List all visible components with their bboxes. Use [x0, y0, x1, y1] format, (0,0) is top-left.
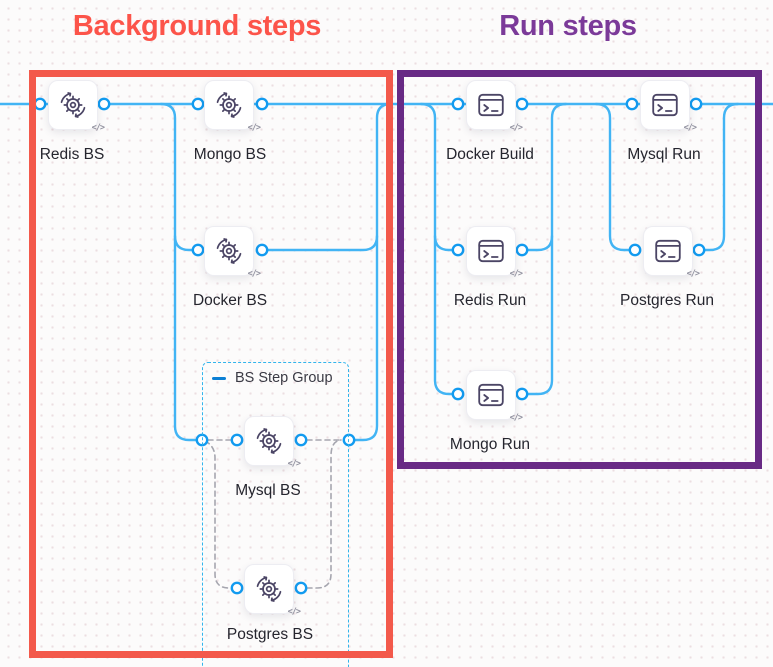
- step-node-mongo-run[interactable]: </>: [466, 370, 523, 423]
- bs-step-group-container: [202, 362, 349, 667]
- port-mongo-bs-out[interactable]: [255, 97, 269, 111]
- code-badge-icon: </>: [287, 459, 301, 469]
- code-badge-icon: </>: [683, 123, 697, 133]
- step-node-redis-run[interactable]: </>: [466, 226, 523, 279]
- port-mysql-bs-out[interactable]: [294, 433, 308, 447]
- terminal-icon: [476, 90, 506, 120]
- connector-bg-right-trunk: [352, 102, 393, 442]
- step-label-postgres-bs: Postgres BS: [226, 626, 314, 643]
- port-group-out[interactable]: [342, 433, 356, 447]
- step-label-postgres-run: Postgres Run: [620, 292, 714, 309]
- step-node-mysql-run[interactable]: </>: [640, 80, 697, 133]
- step-node-docker-build[interactable]: </>: [466, 80, 523, 133]
- port-mysql-run-in[interactable]: [625, 97, 639, 111]
- step-node-postgres-bs[interactable]: </>: [244, 564, 301, 617]
- port-redis-run-in[interactable]: [451, 243, 465, 257]
- port-mysql-run-out[interactable]: [689, 97, 703, 111]
- code-badge-icon: </>: [91, 123, 105, 133]
- code-badge-icon: </>: [509, 413, 523, 423]
- connector-postgres-run-out: [703, 102, 740, 252]
- terminal-icon: [650, 90, 680, 120]
- port-mysql-bs-in[interactable]: [230, 433, 244, 447]
- background-step-icon: [214, 90, 244, 120]
- code-badge-icon: </>: [247, 269, 261, 279]
- step-node-mysql-bs[interactable]: </>: [244, 416, 301, 469]
- background-step-icon: [214, 236, 244, 266]
- run-steps-title: Run steps: [499, 10, 637, 42]
- port-postgres-bs-out[interactable]: [294, 581, 308, 595]
- port-redis-bs-in[interactable]: [33, 97, 47, 111]
- connector-group-branch-postgres: [204, 440, 232, 589]
- port-mongo-run-in[interactable]: [451, 387, 465, 401]
- background-steps-title: Background steps: [72, 10, 322, 42]
- run-steps-outline: [397, 70, 762, 469]
- code-badge-icon: </>: [686, 269, 700, 279]
- port-docker-build-out[interactable]: [515, 97, 529, 111]
- step-label-mongo-bs: Mongo BS: [193, 146, 267, 163]
- port-mongo-bs-in[interactable]: [191, 97, 205, 111]
- bs-step-group-header: BS Step Group: [212, 370, 333, 386]
- connector-postgres-bs-out: [306, 439, 342, 589]
- step-label-mysql-bs: Mysql BS: [235, 482, 301, 499]
- connector-run-left-feeder-branch: [433, 234, 454, 252]
- connector-docker-bs-out: [265, 234, 379, 252]
- step-node-docker-bs[interactable]: </>: [204, 226, 261, 279]
- step-label-redis-bs: Redis BS: [39, 146, 105, 163]
- step-node-mongo-bs[interactable]: </>: [204, 80, 261, 133]
- step-node-postgres-run[interactable]: </>: [643, 226, 700, 279]
- collapse-group-icon[interactable]: [212, 376, 226, 380]
- port-docker-bs-out[interactable]: [255, 243, 269, 257]
- port-group-in[interactable]: [195, 433, 209, 447]
- code-badge-icon: </>: [509, 269, 523, 279]
- terminal-icon: [476, 380, 506, 410]
- terminal-icon: [653, 236, 683, 266]
- terminal-icon: [476, 236, 506, 266]
- port-mongo-run-out[interactable]: [515, 387, 529, 401]
- bs-step-group-label: BS Step Group: [235, 370, 333, 386]
- connector-redis-run-out: [525, 234, 554, 252]
- step-label-docker-bs: Docker BS: [192, 292, 268, 309]
- step-label-docker-build: Docker Build: [446, 146, 534, 163]
- step-label-redis-run: Redis Run: [453, 292, 527, 309]
- port-docker-bs-in[interactable]: [191, 243, 205, 257]
- step-node-redis-bs[interactable]: </>: [48, 80, 105, 133]
- step-label-mysql-run: Mysql Run: [627, 146, 701, 163]
- port-redis-run-out[interactable]: [515, 243, 529, 257]
- connector-run-right-feeder: [594, 102, 631, 252]
- port-postgres-bs-in[interactable]: [230, 581, 244, 595]
- port-postgres-run-in[interactable]: [628, 243, 642, 257]
- code-badge-icon: </>: [509, 123, 523, 133]
- background-step-icon: [58, 90, 88, 120]
- step-label-mongo-run: Mongo Run: [449, 436, 531, 453]
- port-redis-bs-out[interactable]: [97, 97, 111, 111]
- port-postgres-run-out[interactable]: [692, 243, 706, 257]
- code-badge-icon: </>: [247, 123, 261, 133]
- port-docker-build-in[interactable]: [451, 97, 465, 111]
- code-badge-icon: </>: [287, 607, 301, 617]
- connector-bg-left-branch-docker: [173, 234, 194, 252]
- background-step-icon: [254, 574, 284, 604]
- background-step-icon: [254, 426, 284, 456]
